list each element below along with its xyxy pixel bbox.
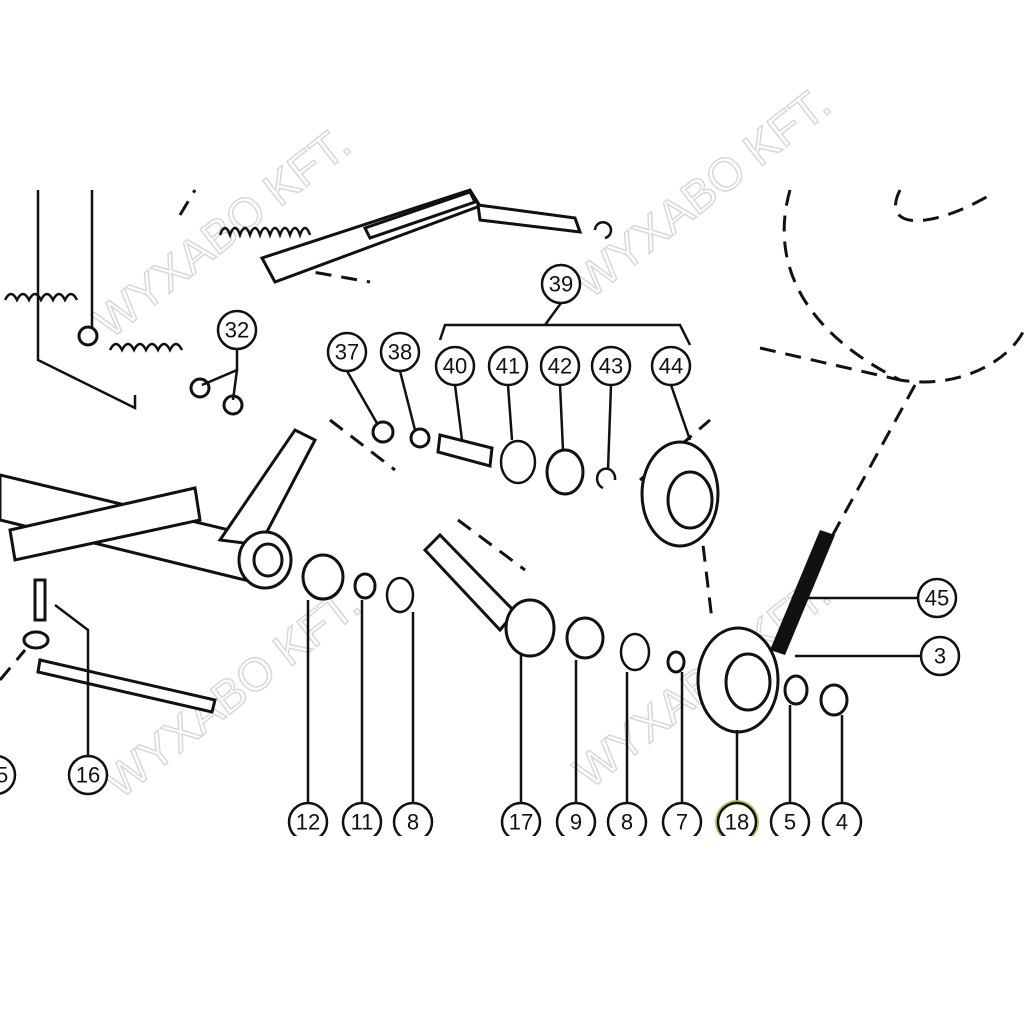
callout-39[interactable]: 39	[540, 263, 582, 305]
svg-text:4: 4	[836, 810, 848, 835]
svg-text:17: 17	[509, 810, 533, 835]
svg-text:45: 45	[925, 586, 949, 611]
callout-38[interactable]: 38	[379, 331, 421, 373]
callout-16[interactable]: 16	[67, 754, 109, 796]
svg-text:44: 44	[659, 354, 683, 379]
svg-text:11: 11	[351, 810, 374, 835]
svg-text:9: 9	[570, 810, 582, 835]
svg-text:32: 32	[225, 318, 249, 343]
callout-4[interactable]: 4	[821, 801, 863, 843]
callout-8[interactable]: 8	[392, 801, 434, 843]
svg-text:5: 5	[784, 810, 796, 835]
svg-text:37: 37	[335, 340, 359, 365]
watermark: WYXABO KFT.	[564, 77, 840, 308]
callout-42[interactable]: 42	[539, 345, 581, 387]
callout-7[interactable]: 7	[661, 801, 703, 843]
svg-text:42: 42	[548, 354, 572, 379]
svg-text:8: 8	[407, 810, 419, 835]
callout-44[interactable]: 44	[650, 345, 692, 387]
callout-12[interactable]: 12	[287, 801, 329, 843]
leader-lines	[54, 302, 921, 803]
callout-45[interactable]: 45	[916, 577, 958, 619]
callout-43[interactable]: 43	[590, 345, 632, 387]
callout-9[interactable]: 9	[555, 801, 597, 843]
svg-text:40: 40	[443, 354, 467, 379]
main-shaft-assembly	[0, 428, 318, 714]
svg-text:39: 39	[549, 272, 573, 297]
callout-41[interactable]: 41	[487, 345, 529, 387]
callout-11[interactable]: 11	[341, 801, 383, 843]
small-parts	[301, 420, 849, 734]
svg-text:8: 8	[621, 810, 633, 835]
svg-text:18: 18	[725, 810, 749, 835]
callout-37[interactable]: 37	[326, 331, 368, 373]
svg-text:16: 16	[76, 763, 100, 788]
svg-text:15: 15	[0, 763, 8, 788]
svg-text:7: 7	[676, 810, 688, 835]
svg-text:43: 43	[599, 354, 623, 379]
svg-text:38: 38	[388, 340, 412, 365]
callout-5[interactable]: 5	[769, 801, 811, 843]
callout-15[interactable]: 15	[0, 755, 17, 795]
svg-text:3: 3	[934, 644, 946, 669]
svg-text:12: 12	[296, 810, 320, 835]
callout-8b[interactable]: 8	[606, 801, 648, 843]
svg-text:41: 41	[496, 354, 520, 379]
callout-40[interactable]: 40	[434, 345, 476, 387]
callout-32[interactable]: 32	[216, 309, 258, 351]
callout-17[interactable]: 17	[500, 801, 542, 843]
callout-3[interactable]: 3	[919, 635, 961, 677]
